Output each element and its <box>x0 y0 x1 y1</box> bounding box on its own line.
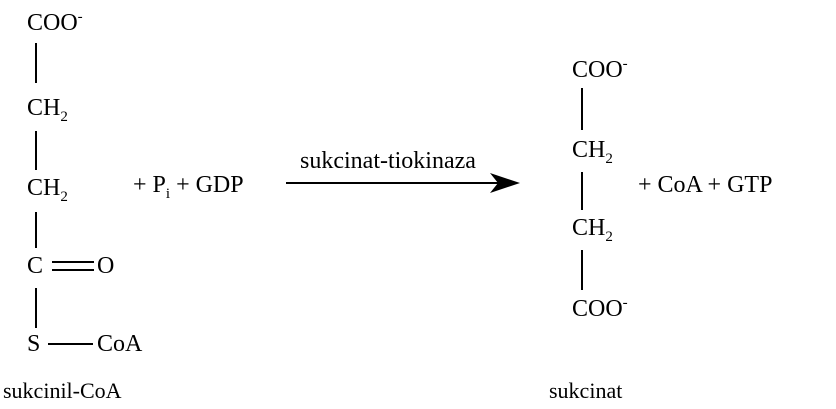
product-ch2-group-1: CH2 <box>572 137 613 167</box>
reactant-coa: CoA <box>97 331 143 357</box>
reactant-carbonyl-oxygen: O <box>97 253 115 279</box>
cosubstrates: + Pi + GDP <box>133 172 244 202</box>
reactant-ch2-group-1: CH2 <box>27 95 68 125</box>
reactant-name: sukcinil-CoA <box>3 378 122 403</box>
product-coo-group-top: COO- <box>572 56 628 84</box>
reactant-ch2-group-2: CH2 <box>27 175 68 205</box>
product-name: sukcinat <box>549 378 623 403</box>
reactant-carbonyl-carbon: C <box>27 253 44 279</box>
reactant-sulfur: S <box>27 331 41 357</box>
enzyme-label: sukcinat-tiokinaza <box>300 148 476 174</box>
product-ch2-group-2: CH2 <box>572 215 613 245</box>
reaction-arrow-head <box>490 173 520 193</box>
product-coo-group-bottom: COO- <box>572 295 628 323</box>
reactant-coo-group: COO- <box>27 9 83 37</box>
coproducts: + CoA + GTP <box>638 172 773 198</box>
